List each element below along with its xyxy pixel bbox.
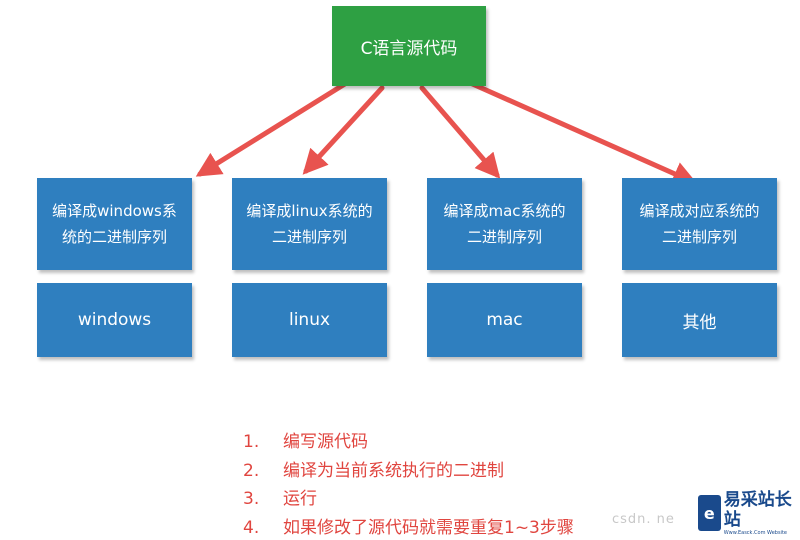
source-code-label: C语言源代码 xyxy=(360,38,458,59)
compile-linux-box: 编译成linux系统的 二进制序列 xyxy=(232,178,387,270)
step-number: 3. xyxy=(243,489,260,509)
compile-mac-line2: 二进制序列 xyxy=(466,228,542,246)
step-item: 4. 如果修改了源代码就需要重复1~3步骤 xyxy=(243,514,574,540)
arrow-to-other xyxy=(465,79,698,186)
step-item: 2. 编译为当前系统执行的二进制 xyxy=(243,457,574,486)
platform-mac-label: mac xyxy=(486,310,523,330)
arrow-to-windows xyxy=(195,79,351,177)
arrow-to-mac xyxy=(419,85,501,179)
step-number: 2. xyxy=(243,460,260,481)
arrow-to-linux xyxy=(302,85,385,175)
compile-windows-line2: 统的二进制序列 xyxy=(61,228,167,246)
compile-windows-line1: 编译成windows系 xyxy=(52,202,177,220)
watermark-text: csdn. ne xyxy=(612,512,675,527)
compile-other-box: 编译成对应系统的 二进制序列 xyxy=(622,178,777,270)
step-item: 1. 编写源代码 xyxy=(243,428,574,457)
compile-mac-box: 编译成mac系统的 二进制序列 xyxy=(427,178,582,270)
site-logo: e 易采站长站 Www.Easck.Com Website xyxy=(698,490,798,536)
step-number: 4. xyxy=(243,517,260,538)
platform-windows-label: windows xyxy=(77,310,152,330)
compile-linux-line2: 二进制序列 xyxy=(271,228,347,246)
compile-other-line1: 编译成对应系统的 xyxy=(639,202,760,220)
compile-other-line2: 二进制序列 xyxy=(661,228,737,246)
platform-windows-box: windows xyxy=(37,283,192,357)
step-text: 运行 xyxy=(283,489,317,509)
compile-linux-line1: 编译成linux系统的 xyxy=(246,202,373,220)
step-text: 编译为当前系统执行的二进制 xyxy=(283,460,504,481)
platform-mac-box: mac xyxy=(427,283,582,357)
logo-subtitle: Www.Easck.Com Website xyxy=(723,529,787,536)
source-code-box: C语言源代码 xyxy=(332,6,486,86)
platform-linux-box: linux xyxy=(232,283,387,357)
step-text: 编写源代码 xyxy=(283,432,368,452)
compile-mac-line1: 编译成mac系统的 xyxy=(443,202,566,220)
step-number: 1. xyxy=(243,432,260,452)
steps-list: 1. 编写源代码 2. 编译为当前系统执行的二进制 3. 运行 4. 如果修改了源代码就… xyxy=(243,428,574,540)
platform-other-box: 其他 xyxy=(622,283,777,357)
step-item: 3. 运行 xyxy=(243,485,574,514)
compile-windows-box: 编译成windows系 统的二进制序列 xyxy=(37,178,192,270)
e-logo-icon: e xyxy=(698,495,721,531)
platform-other-label: 其他 xyxy=(682,312,717,333)
logo-name: 易采站长站 xyxy=(723,489,792,530)
platform-linux-label: linux xyxy=(288,310,331,330)
step-text: 如果修改了源代码就需要重复1~3步骤 xyxy=(283,517,574,538)
